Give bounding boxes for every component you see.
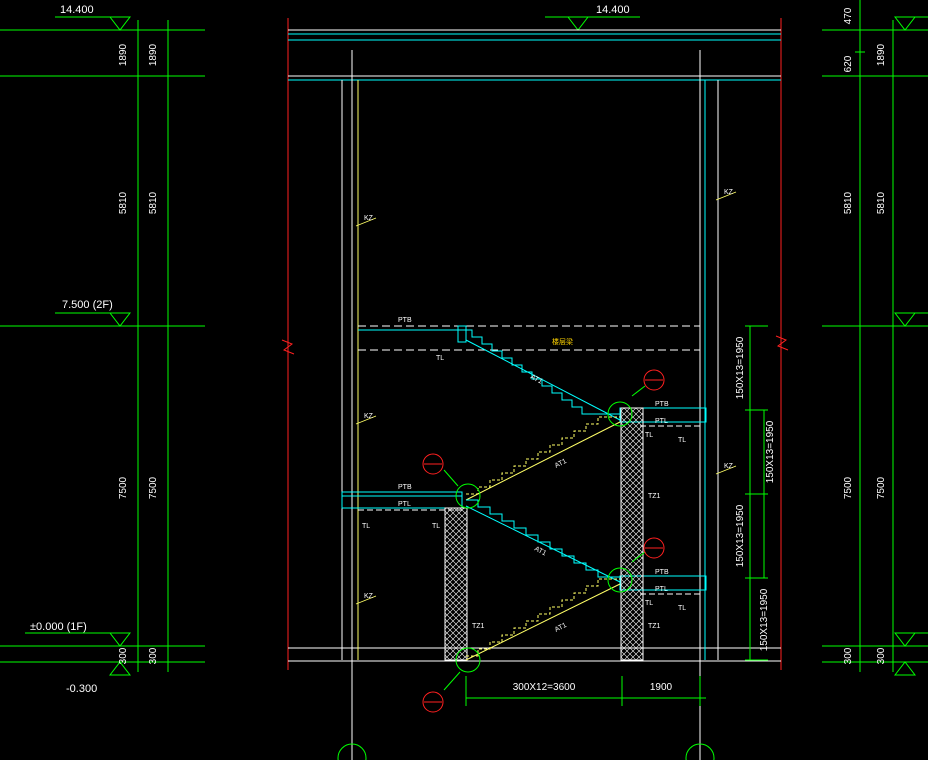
label-tl: TL	[432, 523, 440, 530]
level-marker-icon	[893, 632, 917, 647]
label-tl: TL	[436, 355, 444, 362]
detail-circle-icon	[455, 647, 481, 673]
dim-text: 7500	[118, 476, 129, 499]
stair-column-tz1	[444, 507, 468, 661]
label-tl: TL	[678, 605, 686, 612]
label-tl: TL	[362, 523, 370, 530]
dim-text: 300	[118, 647, 129, 664]
level-marker-icon	[566, 16, 590, 31]
label-ptl: PTL	[398, 501, 411, 508]
detail-callout-icon	[422, 691, 444, 713]
elevation-bottom: -0.300	[66, 683, 97, 695]
right-level-stack: 470 1890 620 5810 5810 7500 7500 300 300	[822, 0, 928, 676]
landing-slab	[619, 575, 707, 591]
grid-axis-bubble-icon	[337, 743, 367, 760]
detail-callout-icon	[643, 537, 665, 559]
label-tl: TL	[678, 437, 686, 444]
dim-text: 1890	[876, 43, 887, 66]
level-marker-icon	[108, 312, 132, 327]
dim-text: 300	[148, 647, 159, 664]
building-section: KZ KZ KZ KZ KZ PTB PTB PTL PTB PTL PTB P…	[281, 18, 789, 760]
label-ptl: PTL	[655, 418, 668, 425]
dim-text: 7500	[148, 476, 159, 499]
level-marker-icon	[108, 16, 132, 31]
bottom-dimensions: 300X12=3600 1900	[465, 676, 706, 706]
label-tz1: TZ1	[648, 623, 661, 630]
dim-text: 7500	[876, 476, 887, 499]
label-tl: TL	[645, 600, 653, 607]
detail-circle-icon	[607, 401, 633, 427]
dim-text: 150X13=1950	[735, 504, 746, 567]
elevation-top-center: 14.400	[596, 4, 630, 16]
label-stair: AT1	[554, 622, 568, 634]
label-floor-beam: 楼层梁	[552, 337, 573, 346]
label-kz: KZ	[364, 413, 374, 420]
dim-text: 150X13=1950	[735, 336, 746, 399]
dim-text: 470	[843, 7, 854, 24]
landing-slab	[619, 407, 707, 423]
label-stair: AT1	[533, 546, 547, 558]
detail-circle-icon	[607, 567, 633, 593]
label-kz: KZ	[724, 189, 734, 196]
label-kz: KZ	[724, 463, 734, 470]
dim-text: 150X13=1950	[759, 588, 770, 651]
dim-text: 300X12=3600	[513, 682, 576, 693]
label-kz: KZ	[364, 215, 374, 222]
kz-labels: KZ KZ KZ KZ KZ	[355, 189, 737, 605]
stair-column-tz1	[620, 407, 644, 661]
level-marker-icon	[893, 312, 917, 327]
elevation-1f: ±0.000 (1F)	[30, 621, 87, 633]
stair-flight-lower-down	[466, 499, 620, 578]
elevation-2f: 7.500 (2F)	[62, 299, 113, 311]
label-tz1: TZ1	[648, 493, 661, 500]
label-stair: AT1	[554, 458, 568, 470]
detail-callout-icon	[643, 369, 665, 391]
stair-flight-upper	[462, 329, 620, 415]
label-ptb: PTB	[655, 569, 669, 576]
label-ptl: PTL	[655, 586, 668, 593]
grid-axis-bubble-icon	[685, 743, 715, 760]
label-ptb: PTB	[655, 401, 669, 408]
dim-text: 7500	[843, 476, 854, 499]
dim-text: 5810	[876, 191, 887, 214]
break-line-icon	[281, 339, 295, 355]
dim-text: 300	[876, 647, 887, 664]
label-tl: TL	[645, 432, 653, 439]
label-ptb: PTB	[398, 484, 412, 491]
flight-dimensions: 150X13=1950 150X13=1950 150X13=1950 150X…	[735, 325, 776, 661]
stair-flight-ground	[466, 578, 620, 657]
detail-circle-icon	[455, 483, 481, 509]
label-kz: KZ	[364, 593, 374, 600]
dim-text: 1900	[650, 682, 673, 693]
dim-text: 300	[843, 647, 854, 664]
label-stair: AT1	[529, 374, 543, 386]
dim-text: 150X13=1950	[765, 420, 776, 483]
dim-text: 1890	[118, 43, 129, 66]
level-marker-icon	[893, 661, 917, 676]
break-line-icon	[775, 335, 789, 351]
dim-text: 5810	[843, 191, 854, 214]
level-marker-icon	[108, 632, 132, 647]
dim-text: 5810	[118, 191, 129, 214]
center-top-elevation: 14.400	[545, 4, 640, 31]
landing-slab	[341, 491, 463, 509]
detail-callout-icon	[422, 453, 444, 475]
elevation-top-left: 14.400	[60, 4, 94, 16]
left-level-stack: 14.400 7.500 (2F) ±0.000 (1F) -0.300 189…	[0, 4, 205, 695]
dim-text: 620	[843, 55, 854, 72]
level-marker-icon	[893, 16, 917, 31]
dim-text: 5810	[148, 191, 159, 214]
stair-flight-middle	[466, 416, 620, 495]
level-marker-icon	[108, 661, 132, 676]
dim-text: 1890	[148, 43, 159, 66]
label-tz1: TZ1	[472, 623, 485, 630]
label-ptb: PTB	[398, 317, 412, 324]
